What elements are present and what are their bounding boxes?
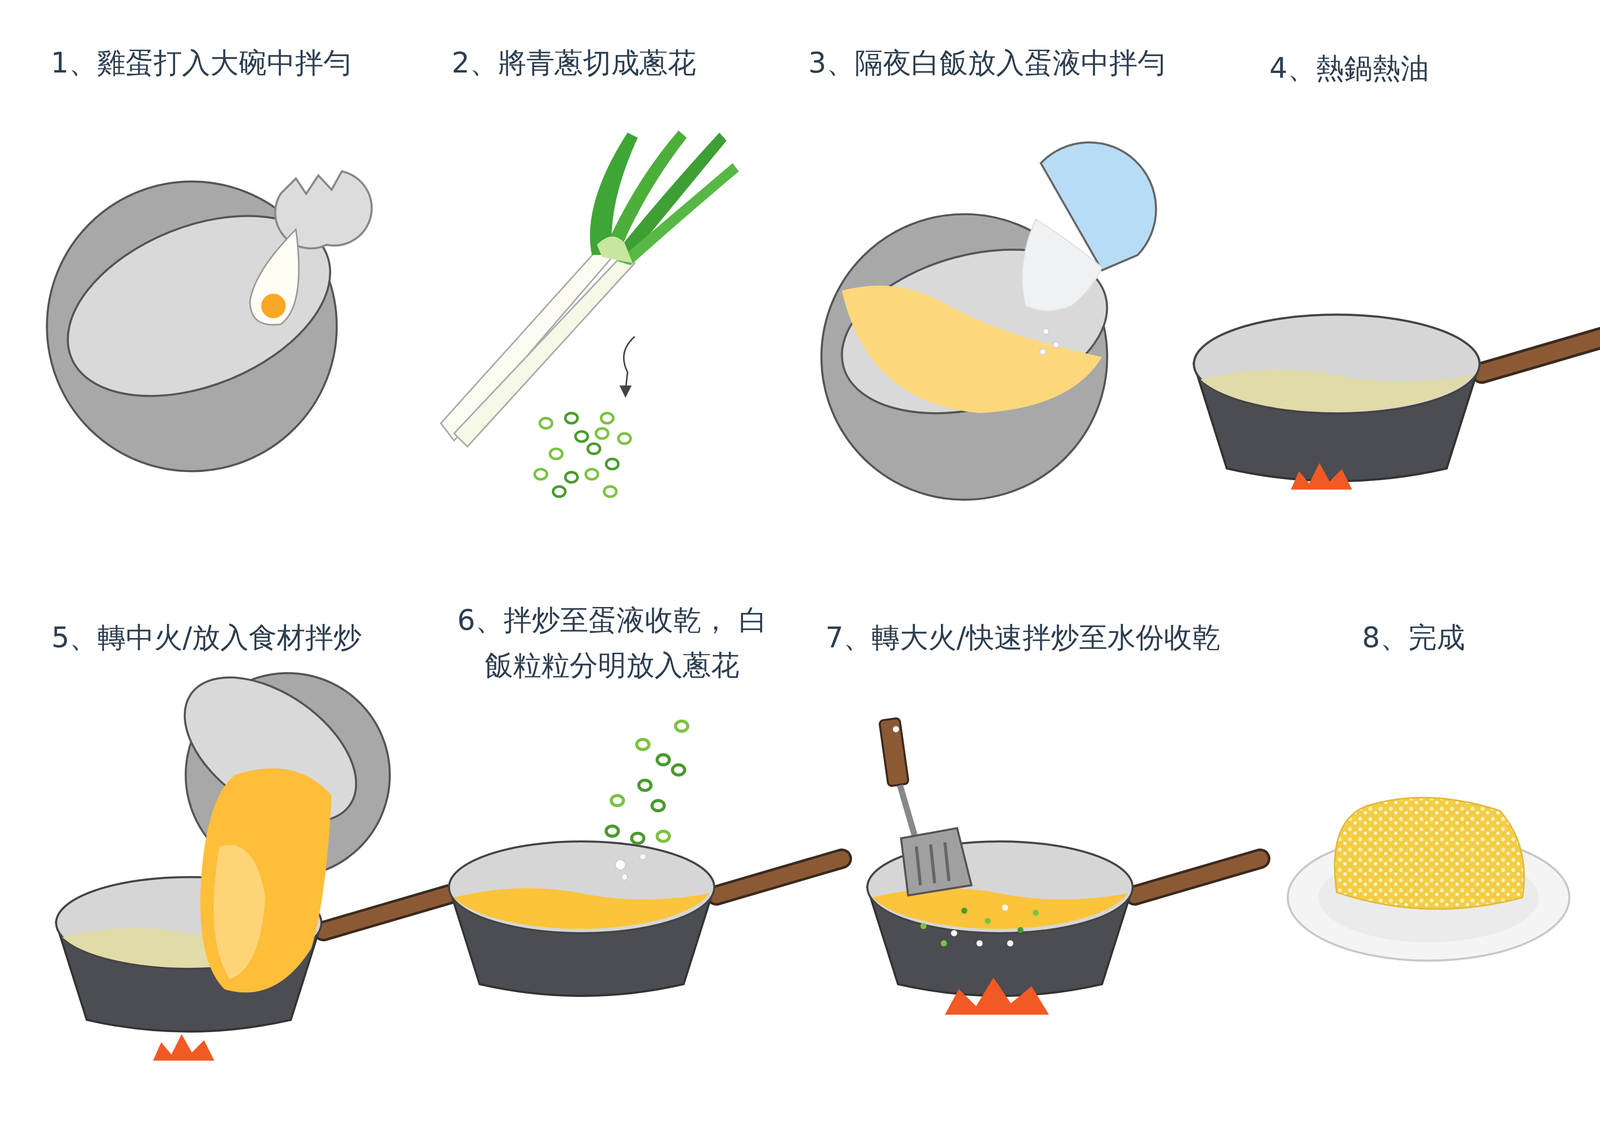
wok (1194, 314, 1600, 482)
scallion-joint (597, 236, 633, 264)
flame (945, 977, 1050, 1015)
step-caption: 3、隔夜白飯放入蛋液中拌勻 (808, 44, 1166, 82)
egg-white (249, 229, 299, 325)
stir-ingredients (920, 904, 1039, 947)
flame (153, 1034, 215, 1061)
scallion (440, 130, 739, 447)
egg-rice-mixture (200, 768, 332, 993)
pouring-rice (1022, 219, 1102, 312)
wok-shape (448, 841, 842, 997)
wok-shape (1194, 314, 1600, 482)
mixture-highlight (213, 845, 265, 980)
wok (448, 841, 842, 997)
mixing-bowl (821, 214, 1126, 500)
fried-rice-dome (1334, 797, 1524, 910)
scallion-stalk (440, 249, 613, 441)
falling-scallion (606, 721, 688, 844)
step-caption: 5、轉中火/放入食材拌炒 (51, 619, 362, 657)
step-caption: 8、完成 (1361, 619, 1465, 657)
step-caption: 6、拌炒至蛋液收乾， 白飯粒粒分明放入蔥花 (447, 597, 777, 688)
oil (1200, 369, 1474, 412)
scallion-rings (534, 413, 631, 497)
scallion-leaf (612, 132, 727, 262)
arrow-head (619, 385, 632, 398)
scallion-leaf (617, 163, 739, 266)
spatula (879, 717, 972, 896)
step-caption: 1、雞蛋打入大碗中拌勻 (50, 44, 352, 82)
scallion-stalk (454, 254, 635, 447)
rice-grains (1039, 328, 1060, 355)
step-caption: 7、轉大火/快速拌炒至水份收乾 (825, 619, 1221, 657)
fried-rice (454, 888, 710, 929)
egg-yolk (261, 293, 286, 319)
flame (1290, 462, 1352, 490)
rice-grains (615, 853, 646, 881)
step-caption: 4、熱鍋熱油 (1269, 50, 1429, 88)
step-caption: 2、將青蔥切成蔥花 (451, 44, 696, 82)
arrow-line (623, 336, 635, 391)
